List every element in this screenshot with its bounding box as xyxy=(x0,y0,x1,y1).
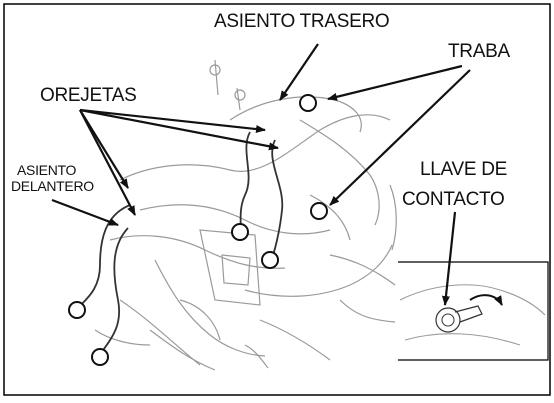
ignition-inset xyxy=(398,261,549,361)
ignition-arrow xyxy=(441,211,457,306)
tab-circle-c xyxy=(68,301,86,319)
label-ignition-line2: CONTACTO xyxy=(402,189,505,210)
leader-arrows xyxy=(51,43,471,306)
seat-wires xyxy=(77,131,284,356)
label-latch: TRABA xyxy=(448,41,510,62)
latch-circle-bottom xyxy=(310,202,328,220)
tab-circle-d xyxy=(91,348,109,366)
motorcycle-sketch xyxy=(94,59,397,371)
callout-circles xyxy=(68,94,328,366)
tab-circle-b xyxy=(261,251,279,269)
label-front-seat-line2: DELANTERO xyxy=(11,178,94,194)
label-ignition-line1: LLAVE DE xyxy=(420,159,508,180)
rear-seat-arrow xyxy=(279,43,319,101)
tab-arrow-4 xyxy=(79,108,279,151)
label-front-seat-line1: ASIENTO xyxy=(17,162,77,178)
label-rear-seat: ASIENTO TRASERO xyxy=(214,11,390,32)
tab-arrow-2 xyxy=(79,109,136,216)
latch-arrow-top xyxy=(327,64,463,101)
tab-arrow-3 xyxy=(79,108,266,134)
label-tabs: OREJETAS xyxy=(40,85,137,106)
latch-circle-top xyxy=(299,94,317,112)
front-seat-arrow xyxy=(51,198,119,227)
outer-frame xyxy=(3,3,551,396)
latch-arrow-bottom xyxy=(329,69,471,206)
tab-circle-a xyxy=(231,223,249,241)
